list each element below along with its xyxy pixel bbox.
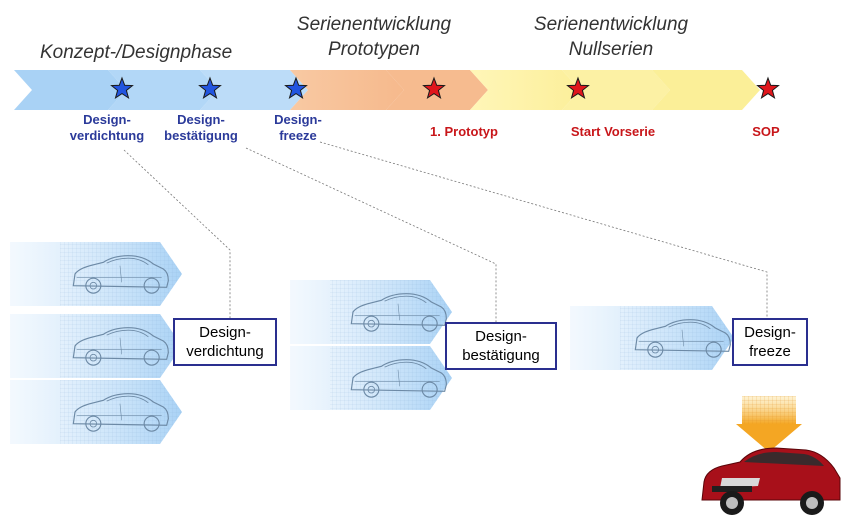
- variant-arrow: [10, 380, 182, 444]
- car-photo-icon: [701, 447, 841, 515]
- phase-title-prototype: Serienentwicklung Prototypen: [284, 12, 464, 62]
- design-box-verdichtung: Design- verdichtung: [173, 318, 277, 366]
- phase-title-concept: Konzept-/Designphase: [40, 40, 232, 65]
- phase-arrow-preseries-2: [562, 70, 670, 110]
- variant-group-verdichtung: [10, 242, 182, 444]
- variant-arrow: [10, 242, 182, 306]
- variant-arrow: [10, 314, 182, 378]
- phase-arrow-concept-1: [14, 70, 126, 110]
- phase-title-prototype-line1: Serienentwicklung: [296, 14, 452, 35]
- variant-arrow: [290, 346, 452, 410]
- milestone-label-freeze: Design- freeze: [274, 112, 322, 143]
- phase-arrow-preseries-1: [470, 70, 580, 110]
- star-icon: [198, 76, 222, 100]
- milestone-stars: [110, 76, 780, 100]
- phase-arrow-prototype-1: [290, 70, 404, 110]
- variant-group-freeze: [570, 306, 734, 370]
- variant-group-bestaetigung: [290, 280, 452, 410]
- phase-title-preseries-line1: Serienentwicklung: [533, 14, 689, 35]
- milestone-connectors: [123, 141, 768, 322]
- phase-arrow-concept-3: [200, 70, 308, 110]
- design-box-freeze: Design- freeze: [732, 318, 808, 366]
- star-icon: [566, 76, 590, 100]
- phase-title-preseries: Serienentwicklung Nullserien: [516, 12, 706, 62]
- phase-title-prototype-line2: Prototypen: [328, 39, 420, 60]
- star-icon: [284, 76, 308, 100]
- phase-title-preseries-line2: Nullserien: [568, 39, 654, 60]
- milestone-label-sop: SOP: [752, 124, 780, 139]
- connector-verdichtung: [123, 149, 231, 318]
- milestone-label-bestaetigung: Design- bestätigung: [164, 112, 238, 143]
- phase-arrow-concept-2: [108, 70, 218, 110]
- milestone-label-prototyp: 1. Prototyp: [430, 124, 498, 139]
- phase-arrow-preseries-3: [652, 70, 760, 110]
- phase-band: [14, 70, 760, 110]
- milestone-label-verdichtung: Design- verdichtung: [69, 112, 145, 143]
- star-icon: [756, 76, 780, 100]
- star-icon: [422, 76, 446, 100]
- milestone-label-start-vorserie: Start Vorserie: [570, 124, 656, 139]
- connector-freeze: [319, 141, 768, 318]
- phase-title-concept-line1: Konzept-/Designphase: [40, 42, 233, 63]
- design-box-bestaetigung: Design- bestätigung: [445, 322, 557, 370]
- variant-arrow: [290, 280, 452, 344]
- star-icon: [110, 76, 134, 100]
- down-arrow-icon: [736, 396, 802, 452]
